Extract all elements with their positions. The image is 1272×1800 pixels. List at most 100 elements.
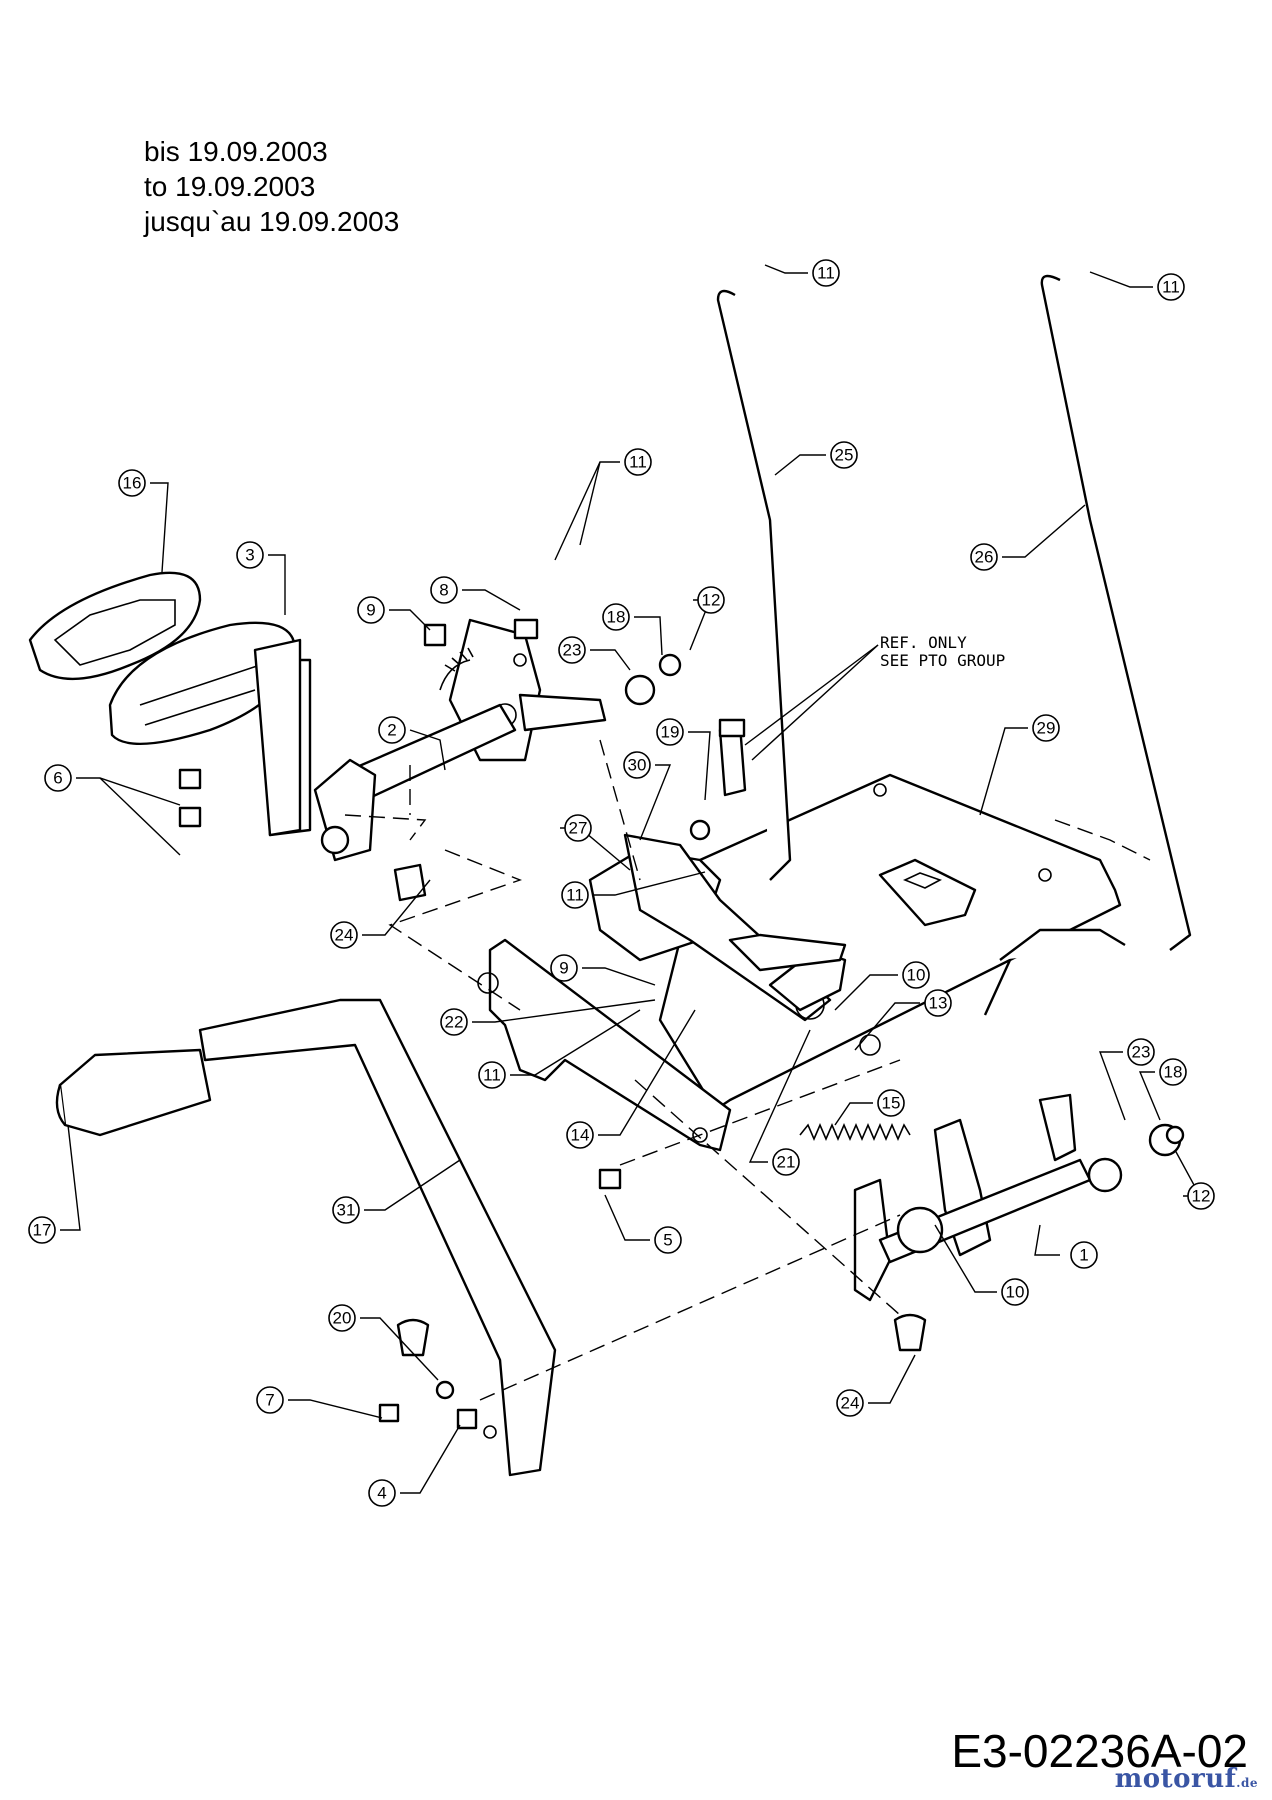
callout-5: 5 xyxy=(604,1194,682,1254)
hardware xyxy=(178,618,1185,1430)
svg-text:9: 9 xyxy=(366,601,375,620)
callout-13: 13 xyxy=(854,989,952,1051)
upper-pedal-assembly xyxy=(268,618,607,862)
validity-date-de: bis 19.09.2003 xyxy=(144,136,328,167)
callout-3: 3 xyxy=(236,541,286,615)
callout-24b: 24 xyxy=(836,1354,916,1417)
callout-9b: 9 xyxy=(550,954,656,986)
svg-text:24: 24 xyxy=(841,1394,860,1413)
callout-25: 25 xyxy=(774,441,858,476)
callout-21: 21 xyxy=(748,1029,811,1176)
svg-text:25: 25 xyxy=(835,446,854,465)
svg-text:11: 11 xyxy=(629,453,647,472)
callout-16: 16 xyxy=(118,469,169,573)
svg-text:10: 10 xyxy=(1006,1283,1025,1302)
watermark-tld: .de xyxy=(1236,1776,1258,1790)
callout-31: 31 xyxy=(332,1159,461,1224)
callout-18b: 18 xyxy=(1138,1058,1187,1121)
callout-4: 4 xyxy=(368,1424,461,1507)
svg-text:13: 13 xyxy=(929,994,948,1013)
lower-right-pedal xyxy=(853,1093,1182,1302)
svg-text:21: 21 xyxy=(777,1153,796,1172)
svg-text:18: 18 xyxy=(607,608,626,627)
svg-text:23: 23 xyxy=(1132,1043,1151,1062)
spring xyxy=(799,1122,911,1142)
callout-11d: 11 xyxy=(561,871,706,909)
callout-9a: 9 xyxy=(357,596,431,631)
callout-1: 1 xyxy=(1034,1224,1098,1269)
callout-10a: 10 xyxy=(834,961,930,1011)
callout-18a: 18 xyxy=(602,603,663,656)
svg-text:12: 12 xyxy=(1192,1187,1211,1206)
shift-lever xyxy=(55,998,557,1477)
reference-note: REF. ONLY SEE PTO GROUP xyxy=(744,633,1005,761)
callout-14: 14 xyxy=(566,1009,696,1149)
svg-text:14: 14 xyxy=(571,1126,590,1145)
callout-10b: 10 xyxy=(934,1224,1029,1306)
lower-bracket xyxy=(477,938,732,1152)
svg-text:10: 10 xyxy=(907,966,926,985)
callout-20: 20 xyxy=(328,1304,439,1381)
svg-text:22: 22 xyxy=(445,1013,464,1032)
callout-11c: 11 xyxy=(554,448,652,561)
svg-text:2: 2 xyxy=(387,721,396,740)
callout-29: 29 xyxy=(979,714,1060,816)
callout-11a: 11 xyxy=(764,259,840,287)
callout-2: 2 xyxy=(378,716,446,771)
svg-text:23: 23 xyxy=(563,641,582,660)
reference-note-line-1: REF. ONLY xyxy=(880,633,967,652)
svg-text:3: 3 xyxy=(245,546,254,565)
svg-text:1: 1 xyxy=(1079,1246,1088,1265)
central-lever xyxy=(588,833,847,1022)
svg-text:24: 24 xyxy=(335,926,354,945)
callout-7: 7 xyxy=(256,1386,383,1419)
svg-text:17: 17 xyxy=(33,1221,52,1240)
svg-text:12: 12 xyxy=(702,591,721,610)
control-rods xyxy=(716,274,1192,951)
svg-text:7: 7 xyxy=(265,1391,274,1410)
watermark-logo: motoruf.de xyxy=(1115,1764,1258,1794)
svg-text:27: 27 xyxy=(569,819,588,838)
svg-text:18: 18 xyxy=(1164,1063,1183,1082)
pedal-pads xyxy=(28,571,302,837)
svg-text:8: 8 xyxy=(439,581,448,600)
svg-text:26: 26 xyxy=(975,548,994,567)
callout-11b: 11 xyxy=(1089,271,1185,301)
callout-26: 26 xyxy=(970,504,1086,571)
callout-19: 19 xyxy=(656,718,711,801)
validity-date-fr: jusqu`au 19.09.2003 xyxy=(144,206,400,237)
watermark-brand: motoruf xyxy=(1114,1764,1237,1794)
svg-text:5: 5 xyxy=(663,1231,672,1250)
callout-8: 8 xyxy=(430,576,521,611)
callout-12b: 12 xyxy=(1174,1149,1215,1210)
svg-text:6: 6 xyxy=(53,769,62,788)
svg-text:11: 11 xyxy=(817,264,835,283)
svg-text:16: 16 xyxy=(123,474,142,493)
callout-22: 22 xyxy=(440,999,656,1036)
svg-text:31: 31 xyxy=(337,1201,356,1220)
callout-27: 27 xyxy=(560,814,631,871)
assembly-lines xyxy=(344,739,1151,1401)
callout-11e: 11 xyxy=(478,1009,641,1089)
svg-text:15: 15 xyxy=(882,1094,901,1113)
svg-text:11: 11 xyxy=(1162,278,1180,297)
callout-17: 17 xyxy=(28,1124,81,1244)
callout-23b: 23 xyxy=(1098,1038,1155,1121)
callout-12a: 12 xyxy=(689,586,725,651)
svg-text:19: 19 xyxy=(661,723,680,742)
callout-15: 15 xyxy=(834,1089,905,1126)
svg-text:29: 29 xyxy=(1037,719,1056,738)
validity-date-en: to 19.09.2003 xyxy=(144,171,316,202)
svg-text:30: 30 xyxy=(628,756,647,775)
callouts: 1 2 3 4 5 6 7 8 9 9 10 10 11 11 11 11 11… xyxy=(28,259,1215,1507)
callout-24a: 24 xyxy=(330,879,431,949)
svg-text:11: 11 xyxy=(566,886,584,905)
svg-text:11: 11 xyxy=(483,1066,501,1085)
svg-text:20: 20 xyxy=(333,1309,352,1328)
drawing-number: E3-02236A-02 xyxy=(951,1725,1248,1777)
callout-30: 30 xyxy=(623,751,672,841)
callout-6: 6 xyxy=(44,764,181,856)
reference-note-line-2: SEE PTO GROUP xyxy=(880,651,1005,670)
svg-text:9: 9 xyxy=(559,959,568,978)
